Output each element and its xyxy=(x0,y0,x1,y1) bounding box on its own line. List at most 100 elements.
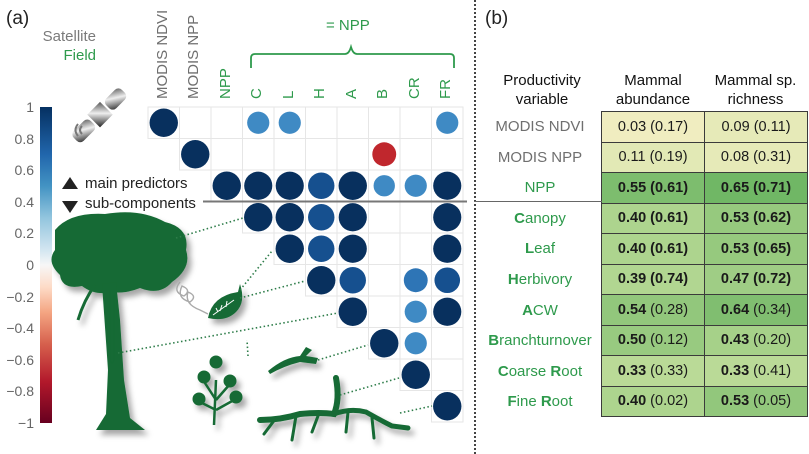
matrix-cell xyxy=(305,106,338,139)
r2-value: (0.61) xyxy=(646,240,689,257)
matrix-cell xyxy=(273,138,306,171)
header-line: Productivity xyxy=(503,72,581,89)
correlation-circle xyxy=(433,392,462,421)
matrix-cell xyxy=(336,138,369,171)
colorbar-tick-label: −0.8 xyxy=(6,383,34,400)
r2-value: (0.34) xyxy=(749,301,792,318)
estimate-value: 0.43 xyxy=(720,332,750,349)
estimate-value: 0.65 xyxy=(720,179,750,196)
colorbar-tick-label: 0.4 xyxy=(14,193,34,210)
row-label: ACW xyxy=(522,301,558,319)
matrix-cell xyxy=(431,358,464,391)
matrix-cell xyxy=(399,201,432,234)
legend-satellite: Satellite xyxy=(42,28,96,45)
estimate-value: 0.03 xyxy=(617,118,647,135)
correlation-circle xyxy=(339,267,366,294)
estimate-value: 0.47 xyxy=(720,271,750,288)
correlation-circle xyxy=(404,332,427,355)
r2-value: (0.28) xyxy=(646,301,689,318)
matrix-cell xyxy=(399,106,432,139)
cell-richness: 0.43 (0.20) xyxy=(704,324,808,356)
correlation-circle xyxy=(307,266,336,295)
npp-group-label: = NPP xyxy=(326,17,370,34)
header-productivity-variable: Productivity variable xyxy=(480,71,604,109)
colorbar-tick-label: 0.6 xyxy=(14,162,34,179)
table-row: 0.54 (0.28) 0.64 (0.34) xyxy=(601,294,808,326)
correlation-circle xyxy=(275,203,304,232)
table-separator-line xyxy=(474,201,602,202)
correlation-circle xyxy=(433,203,462,232)
matrix-cell xyxy=(431,138,464,171)
r2-value: (0.62) xyxy=(749,210,792,227)
correlation-circle xyxy=(433,297,462,326)
main-predictors-label: main predictors xyxy=(85,175,188,192)
correlation-circle xyxy=(275,171,304,200)
cell-richness: 0.33 (0.41) xyxy=(704,355,808,387)
cell-richness: 0.53 (0.62) xyxy=(704,202,808,234)
r2-value: (0.19) xyxy=(645,149,688,166)
colorbar-tick-label: 0 xyxy=(26,257,34,273)
correlation-circle xyxy=(338,203,367,232)
table-row: 0.11 (0.19)0.08 (0.31) xyxy=(601,141,808,173)
matrix-cell xyxy=(242,138,275,171)
cell-richness: 0.53 (0.65) xyxy=(704,233,808,265)
correlation-circle xyxy=(373,175,395,197)
r2-value: (0.33) xyxy=(646,362,689,379)
colorbar xyxy=(40,107,52,423)
r2-value: (0.17) xyxy=(646,118,689,135)
table-row: 0.55 (0.61)0.65 (0.71) xyxy=(601,172,808,204)
row-label: MODIS NDVI xyxy=(495,118,585,135)
panel-a-label: (a) xyxy=(6,8,30,29)
r2-value: (0.74) xyxy=(646,271,689,288)
correlation-circle xyxy=(308,235,335,262)
estimate-value: 0.64 xyxy=(720,301,750,318)
header-line: Mammal xyxy=(624,72,682,89)
r2-value: (0.05) xyxy=(749,393,792,410)
correlation-circle xyxy=(433,171,462,200)
r2-value: (0.61) xyxy=(646,179,689,196)
correlation-circle xyxy=(403,268,428,293)
cell-abundance: 0.50 (0.12) xyxy=(601,324,705,356)
estimate-value: 0.54 xyxy=(617,301,647,318)
estimate-value: 0.33 xyxy=(617,362,647,379)
correlation-circle xyxy=(212,171,241,200)
table-row: 0.03 (0.17)0.09 (0.11) xyxy=(601,111,808,143)
correlation-circle xyxy=(433,234,462,263)
cell-abundance: 0.33 (0.33) xyxy=(601,355,705,387)
estimate-value: 0.33 xyxy=(720,362,750,379)
correlation-circle xyxy=(308,204,335,231)
colorbar-tick-label: −0.2 xyxy=(6,288,34,305)
colorbar-tick-label: 1 xyxy=(26,99,34,115)
correlation-circle xyxy=(308,172,335,199)
panel-b-label: (b) xyxy=(485,8,509,29)
r2-value: (0.65) xyxy=(749,240,792,257)
r2-value: (0.61) xyxy=(646,210,689,227)
estimate-value: 0.40 xyxy=(617,393,647,410)
estimate-value: 0.40 xyxy=(617,240,647,257)
r2-value: (0.72) xyxy=(749,271,792,288)
sub-components-label: sub-components xyxy=(85,195,196,212)
matrix-cell xyxy=(305,138,338,171)
estimate-value: 0.53 xyxy=(720,240,750,257)
correlation-circle xyxy=(338,297,367,326)
table-row: 0.33 (0.33)0.33 (0.41) xyxy=(601,355,808,387)
r2-value: (0.11) xyxy=(749,118,791,135)
correlation-circle xyxy=(370,329,399,358)
header-line: variable xyxy=(515,91,569,108)
cell-abundance: 0.54 (0.28) xyxy=(601,294,705,326)
estimate-value: 0.08 xyxy=(720,149,750,166)
correlation-circle xyxy=(181,140,210,169)
matrix-cell xyxy=(368,295,401,328)
correlation-circle xyxy=(275,234,304,263)
cell-abundance: 0.40 (0.61) xyxy=(601,233,705,265)
table-row: 0.39 (0.74)0.47 (0.72) xyxy=(601,263,808,295)
row-label: Canopy xyxy=(514,209,566,227)
cell-abundance: 0.55 (0.61) xyxy=(601,172,705,204)
matrix-cell xyxy=(399,138,432,171)
matrix-cell xyxy=(368,232,401,265)
matrix-cell xyxy=(210,138,243,171)
cell-richness: 0.47 (0.72) xyxy=(704,263,808,295)
results-table: 0.03 (0.17)0.09 (0.11)0.11 (0.19)0.08 (0… xyxy=(601,111,808,417)
r2-value: (0.12) xyxy=(646,332,689,349)
estimate-value: 0.53 xyxy=(720,210,750,227)
